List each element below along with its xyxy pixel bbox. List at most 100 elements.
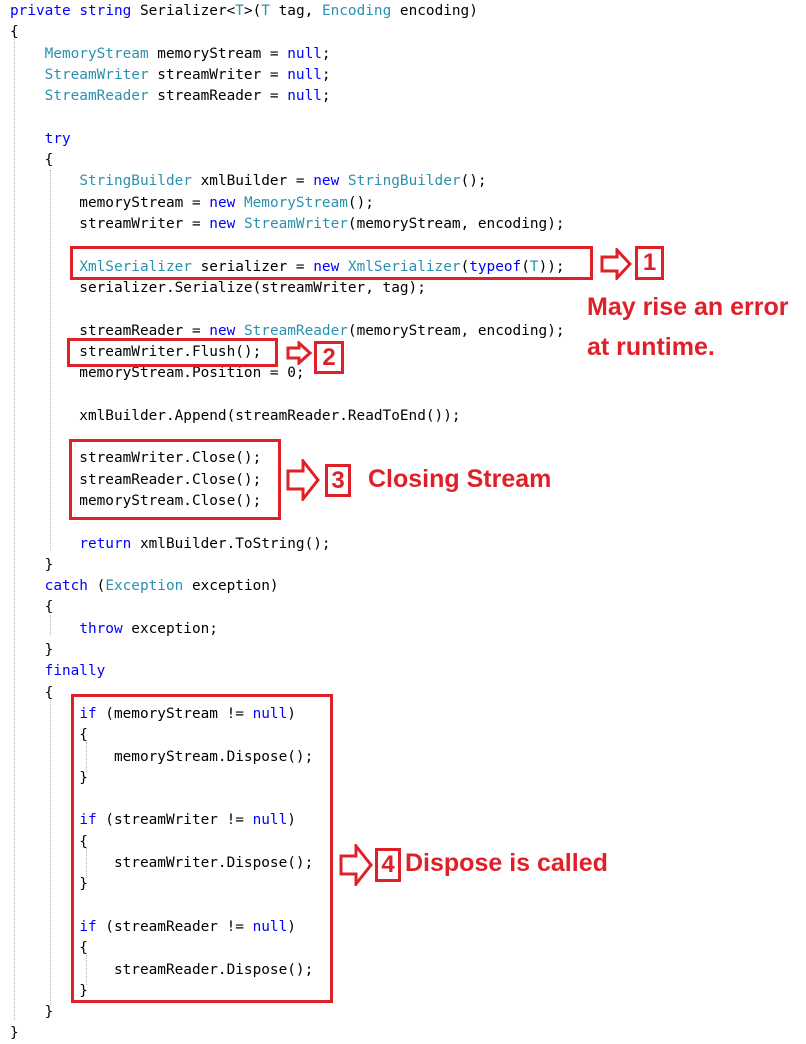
code-line[interactable]: memoryStream.Dispose(); [10,747,313,768]
code-token-keyword: null [252,705,288,722]
code-line[interactable]: { [10,832,88,853]
code-line[interactable]: { [10,597,54,618]
code-token-keyword: null [287,45,322,62]
code-line[interactable]: streamReader = new StreamReader(memorySt… [10,321,565,342]
code-token [10,663,45,679]
code-token-keyword: new [313,173,340,190]
code-line[interactable]: try [10,129,71,150]
code-token-type: T [261,3,270,19]
arrow-right-icon [600,248,632,280]
code-token [10,67,45,83]
code-token: streamReader = [148,88,288,105]
code-line[interactable]: serializer.Serialize(streamWriter, tag); [10,278,426,299]
code-token: (); [347,194,374,211]
code-token-keyword: null [252,812,288,829]
code-token: { [10,833,88,850]
code-token: (memoryStream != [96,705,253,722]
code-token-keyword: null [287,66,322,83]
code-line[interactable]: } [10,555,54,576]
indent-guide [50,700,51,1005]
code-token: serializer = [191,258,314,275]
code-token: (streamWriter != [96,812,253,829]
code-token [235,195,244,211]
code-line[interactable]: StreamWriter streamWriter = null; [10,65,331,86]
code-line[interactable]: if (memoryStream != null) [10,704,296,725]
code-token: (memoryStream, encoding); [347,322,565,339]
code-line[interactable]: } [10,874,88,895]
code-line[interactable]: } [10,640,54,661]
code-token [235,216,244,232]
arrow-right-icon [339,844,373,886]
code-token [10,173,79,189]
code-token [10,536,79,552]
code-token: serializer.Serialize(streamWriter, tag); [10,279,426,296]
code-token: { [10,599,54,616]
code-line[interactable]: if (streamWriter != null) [10,810,296,831]
code-token-keyword: return [79,535,132,552]
code-token: encoding) [391,3,478,19]
annotation-number-3: 3 [325,464,351,497]
code-line[interactable]: finally [10,661,106,682]
code-token-type: Encoding [321,3,392,19]
code-line[interactable]: { [10,22,19,43]
highlight-box-4 [71,694,333,1003]
code-line[interactable]: { [10,150,54,171]
code-line[interactable]: streamWriter.Flush(); [10,342,261,363]
code-token: memoryStream.Position = 0; [10,365,305,382]
code-line[interactable]: streamWriter = new StreamWriter(memorySt… [10,214,564,235]
arrow-right-icon [286,341,312,365]
code-line[interactable]: xmlBuilder.Append(streamReader.ReadToEnd… [10,406,460,427]
code-line[interactable]: streamWriter.Close(); [10,448,261,469]
code-token: ; [321,66,331,83]
code-token: streamReader.Dispose(); [10,961,314,978]
code-token: streamWriter = [10,216,210,232]
code-line[interactable]: catch (Exception exception) [10,576,279,597]
code-token [235,323,244,339]
code-line[interactable]: } [10,768,88,789]
code-line[interactable]: StreamReader streamReader = null; [10,86,331,107]
code-token-keyword: new [209,216,236,232]
code-line[interactable]: return xmlBuilder.ToString(); [10,534,330,555]
highlight-box-2 [67,338,278,367]
code-line[interactable]: memoryStream.Close(); [10,491,261,512]
code-token-keyword: finally [44,663,106,680]
code-token: (); [460,173,487,190]
code-token-type: StringBuilder [79,173,192,190]
code-line[interactable]: if (streamReader != null) [10,917,296,938]
highlight-box-3 [69,439,281,520]
code-line[interactable]: { [10,683,54,704]
code-line[interactable]: memoryStream.Position = 0; [10,363,305,384]
code-token-keyword: if [79,812,97,829]
code-line[interactable]: streamReader.Dispose(); [10,960,313,981]
code-token: xmlBuilder = [191,173,314,190]
arrow-right-icon [286,459,320,501]
code-token-type: Exception [105,578,184,595]
indent-guide [14,30,15,1020]
code-token-keyword: string [79,3,132,19]
code-line[interactable]: private string Serializer<T>(T tag, Enco… [10,1,478,22]
code-line[interactable]: StringBuilder xmlBuilder = new StringBui… [10,171,487,192]
code-line[interactable]: { [10,938,88,959]
code-token: ; [321,88,331,105]
code-line[interactable]: } [10,1023,19,1044]
code-token-keyword: private [10,3,71,19]
code-line[interactable]: streamReader.Close(); [10,470,261,491]
code-token [10,706,79,722]
code-token [10,578,45,594]
code-line[interactable]: } [10,981,88,1002]
code-line[interactable]: XmlSerializer serializer = new XmlSerial… [10,257,564,278]
code-line[interactable]: throw exception; [10,619,218,640]
code-line[interactable]: { [10,725,88,746]
code-token: >( [243,3,262,19]
code-token-type: StreamWriter [44,66,149,83]
code-line[interactable]: MemoryStream memoryStream = null; [10,44,331,65]
code-token: tag, [269,3,322,19]
code-line[interactable]: streamWriter.Dispose(); [10,853,313,874]
annotation-number-4: 4 [375,848,401,882]
highlight-box-1 [70,246,593,280]
code-token-type: StreamReader [44,88,149,105]
code-line[interactable]: } [10,1002,54,1023]
code-token: memoryStream = [148,45,288,62]
code-line[interactable]: memoryStream = new MemoryStream(); [10,193,374,214]
